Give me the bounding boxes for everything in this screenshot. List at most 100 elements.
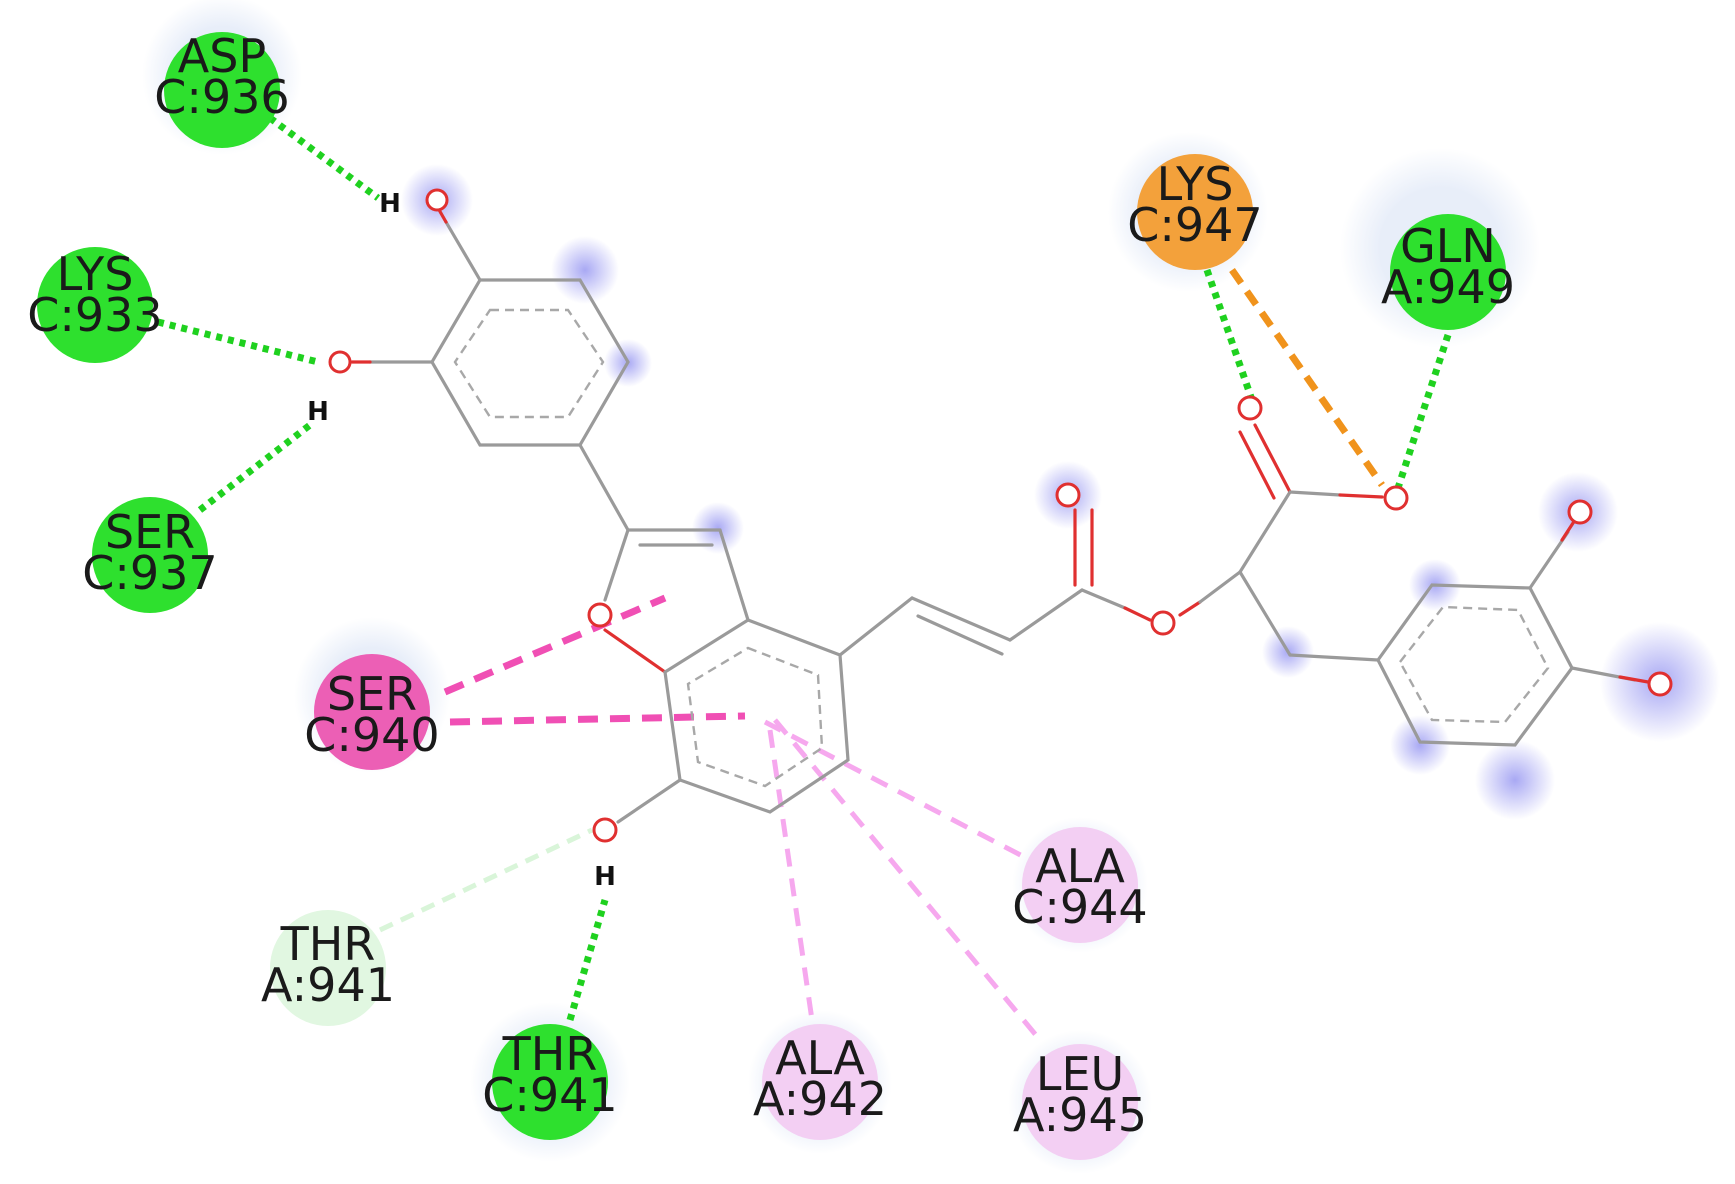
h-label-2: H <box>307 397 329 427</box>
h-label-3: H <box>594 862 616 892</box>
o-carboxyl-1 <box>1237 395 1263 421</box>
ch2-to-ring <box>1288 653 1380 662</box>
residue-lys933: LYS C:933 <box>27 247 163 363</box>
residue-name: ALA <box>775 1031 865 1085</box>
chain-2 <box>910 596 1012 642</box>
residue-name: GLN <box>1400 219 1496 273</box>
carboxyl-double-2 <box>1238 430 1276 500</box>
residue-thr941a: THR A:941 <box>261 910 395 1026</box>
o-ester <box>1150 610 1176 636</box>
residue-thr941c: THR C:941 <box>482 1024 618 1140</box>
residue-name: THR <box>502 1027 598 1081</box>
o-ring-c-2 <box>1647 671 1673 697</box>
residue-circle <box>762 1024 878 1140</box>
hbond-gln949 <box>1394 333 1452 490</box>
glow-10 <box>1475 740 1555 820</box>
residue-circle <box>492 1024 608 1140</box>
oxygen-atoms <box>328 188 1673 843</box>
hbond-lys933-o <box>157 318 319 366</box>
residue-ser940: SER C:940 <box>304 654 440 770</box>
ester-c-o <box>1080 588 1127 610</box>
residue-name: LYS <box>1157 157 1234 211</box>
residue-name: ASP <box>178 29 266 83</box>
residue-lys947: LYS C:947 <box>1127 154 1263 270</box>
alpha-c <box>1198 570 1242 604</box>
pi-alkyl-leu945 <box>773 718 1042 1042</box>
residue-gln949: GLN A:949 <box>1381 214 1515 330</box>
residue-circle <box>314 654 430 770</box>
o-a2 <box>328 350 352 374</box>
o-ring-b <box>592 817 618 843</box>
hbond-asp936 <box>267 115 381 201</box>
residue-circle <box>1137 154 1253 270</box>
residue-leu945: LEU A:945 <box>1013 1044 1147 1160</box>
residue-asp936: ASP C:936 <box>154 29 290 148</box>
residue-circle <box>92 497 208 613</box>
pi-alkyl-ala942 <box>767 729 815 1021</box>
h-label-1: H <box>379 189 401 219</box>
residue-circle <box>1390 214 1506 330</box>
ring-b-to-oh <box>616 778 682 824</box>
pi-pi-ser940-2 <box>449 712 746 726</box>
furan-c2o <box>603 528 630 602</box>
residue-name: SER <box>105 505 195 559</box>
o2-bond <box>1618 675 1650 684</box>
hydrogen-labels: H H H <box>307 189 616 892</box>
ester-o-c <box>1178 600 1202 617</box>
residue-name: LYS <box>57 247 134 301</box>
glow-11 <box>1390 715 1450 775</box>
chain-2-double <box>916 614 1004 656</box>
residue-ala944: ALA C:944 <box>1012 827 1148 943</box>
carboxyl-o-bond <box>1288 490 1342 497</box>
o-carbonyl-1 <box>1055 482 1081 508</box>
residue-circle <box>270 910 386 1026</box>
residue-ala942: ALA A:942 <box>753 1024 887 1140</box>
residue-position: A:941 <box>261 958 395 1012</box>
interaction-lines <box>157 115 1452 1042</box>
carbon-hbond-thr941a <box>378 827 594 933</box>
residue-position: C:944 <box>1012 880 1147 934</box>
pi-pi-ser940-1 <box>443 594 667 696</box>
ring-c-aromatic <box>1398 605 1550 724</box>
o-a1 <box>425 188 449 212</box>
glow-4 <box>692 502 744 554</box>
residue-position: C:940 <box>304 708 439 762</box>
furan-c3c3a <box>718 528 750 622</box>
hbond-ser937-h <box>197 422 313 513</box>
carboxyl-oh <box>1338 493 1384 499</box>
glow-2 <box>551 236 619 304</box>
hbond-thr941c <box>566 899 609 1021</box>
residue-position: A:942 <box>753 1072 887 1126</box>
chain-1 <box>838 596 914 657</box>
residue-position: C:936 <box>154 70 289 124</box>
alpha-to-ch2 <box>1238 570 1292 657</box>
residue-circle <box>1022 1044 1138 1160</box>
pi-alkyl-ala944 <box>763 719 1032 863</box>
ring-a <box>430 278 630 447</box>
o-furan <box>587 602 613 628</box>
ring-b-aromatic <box>686 646 824 788</box>
o-carboxyl-2 <box>1383 485 1409 511</box>
carboxyl-double <box>1253 423 1292 494</box>
hbond-lys947 <box>1203 268 1256 402</box>
residue-name: THR <box>280 917 376 971</box>
residue-circle <box>1022 827 1138 943</box>
residue-name: SER <box>327 667 417 721</box>
o1-bond <box>1560 518 1577 542</box>
residue-position: C:933 <box>27 288 162 342</box>
ligand-skeleton <box>350 206 1650 824</box>
o-ring-c-1 <box>1567 499 1593 525</box>
residue-name: LEU <box>1036 1047 1124 1101</box>
ester-o <box>1123 606 1152 622</box>
ring-a-aromatic <box>453 308 605 419</box>
residue-position: A:949 <box>1381 260 1515 314</box>
pi-cation-lys947 <box>1229 267 1385 488</box>
residue-circle <box>37 247 153 363</box>
chain-3 <box>1008 588 1084 642</box>
alpha-to-carboxyl <box>1238 490 1292 574</box>
furan-o-c7a <box>603 628 667 674</box>
residue-name: ALA <box>1035 839 1125 893</box>
residue-position: C:937 <box>82 546 217 600</box>
